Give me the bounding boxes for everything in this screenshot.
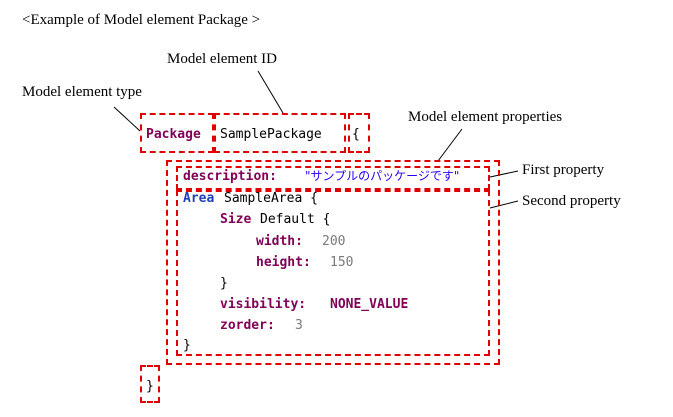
code-area-keyword: Area: [183, 191, 215, 206]
code-height-key: height:: [256, 255, 311, 270]
code-package-keyword: Package: [146, 127, 201, 142]
code-description-key: description:: [183, 169, 277, 184]
code-zorder-key: zorder:: [220, 318, 275, 333]
label-first-property: First property: [522, 162, 605, 178]
code-area-name: SampleArea {: [224, 191, 318, 206]
box-package-id: [214, 113, 346, 153]
code-size-name: Default {: [260, 212, 331, 227]
label-model-element-type: Model element type: [22, 85, 142, 100]
diagram-title: <Example of Model element Package >: [22, 12, 261, 28]
code-package-close: }: [146, 379, 154, 394]
code-width-value: 200: [322, 234, 346, 249]
code-inner-close: }: [220, 276, 228, 291]
code-width-key: width:: [256, 234, 303, 249]
code-visibility-key: visibility:: [220, 297, 307, 312]
leader-model-element-properties: [437, 128, 463, 162]
box-close-brace: [140, 365, 160, 403]
code-visibility-value: NONE_VALUE: [330, 297, 409, 312]
box-open-brace: [348, 113, 370, 153]
code-open-brace: {: [352, 127, 360, 142]
label-model-element-properties: Model element properties: [408, 109, 563, 125]
code-height-value: 150: [330, 255, 354, 270]
label-model-element-type-wrapper: Model element type: [22, 85, 172, 107]
box-model-element-properties: [166, 160, 500, 365]
code-area-close: }: [183, 338, 191, 353]
box-first-property: [176, 166, 490, 190]
box-package-keyword: [140, 113, 214, 153]
leader-model-element-id: [257, 70, 284, 114]
code-size-keyword: Size: [220, 212, 252, 227]
code-description-value: "サンプルのパッケージです": [305, 169, 460, 183]
label-model-element-id: Model element ID: [167, 51, 277, 67]
label-second-property: Second property: [522, 193, 621, 209]
code-package-name: SamplePackage: [220, 127, 322, 142]
code-zorder-value: 3: [295, 318, 303, 333]
leader-model-element-type: [113, 106, 141, 132]
box-second-property: [176, 190, 490, 356]
